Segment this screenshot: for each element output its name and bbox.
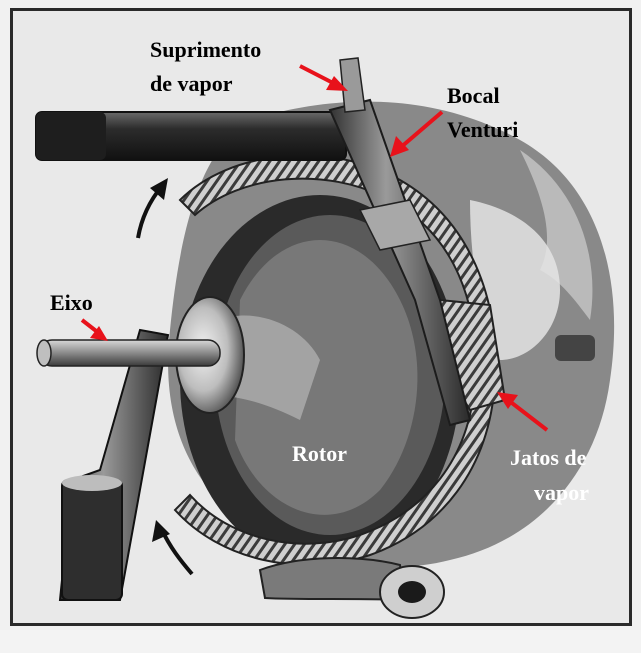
label-steam-supply-line2: de vapor <box>150 71 233 97</box>
shaft <box>37 340 220 366</box>
label-shaft: Eixo <box>50 290 93 316</box>
bottom-fitting <box>260 558 444 618</box>
label-jets-line2: vapor <box>534 480 589 506</box>
steam-supply-pipe <box>36 112 346 160</box>
arrow-shaft-icon <box>82 320 108 341</box>
label-nozzle-line2: Venturi <box>447 117 518 143</box>
label-nozzle-line1: Bocal <box>447 83 500 109</box>
label-steam-supply-line1: Suprimento <box>150 37 261 63</box>
exhaust-pipe <box>60 330 168 600</box>
rotation-arrow-bottom-icon <box>152 520 192 574</box>
rotation-arrow-top-icon <box>138 178 168 238</box>
label-rotor: Rotor <box>292 441 347 467</box>
label-jets-line1: Jatos de <box>510 445 586 471</box>
